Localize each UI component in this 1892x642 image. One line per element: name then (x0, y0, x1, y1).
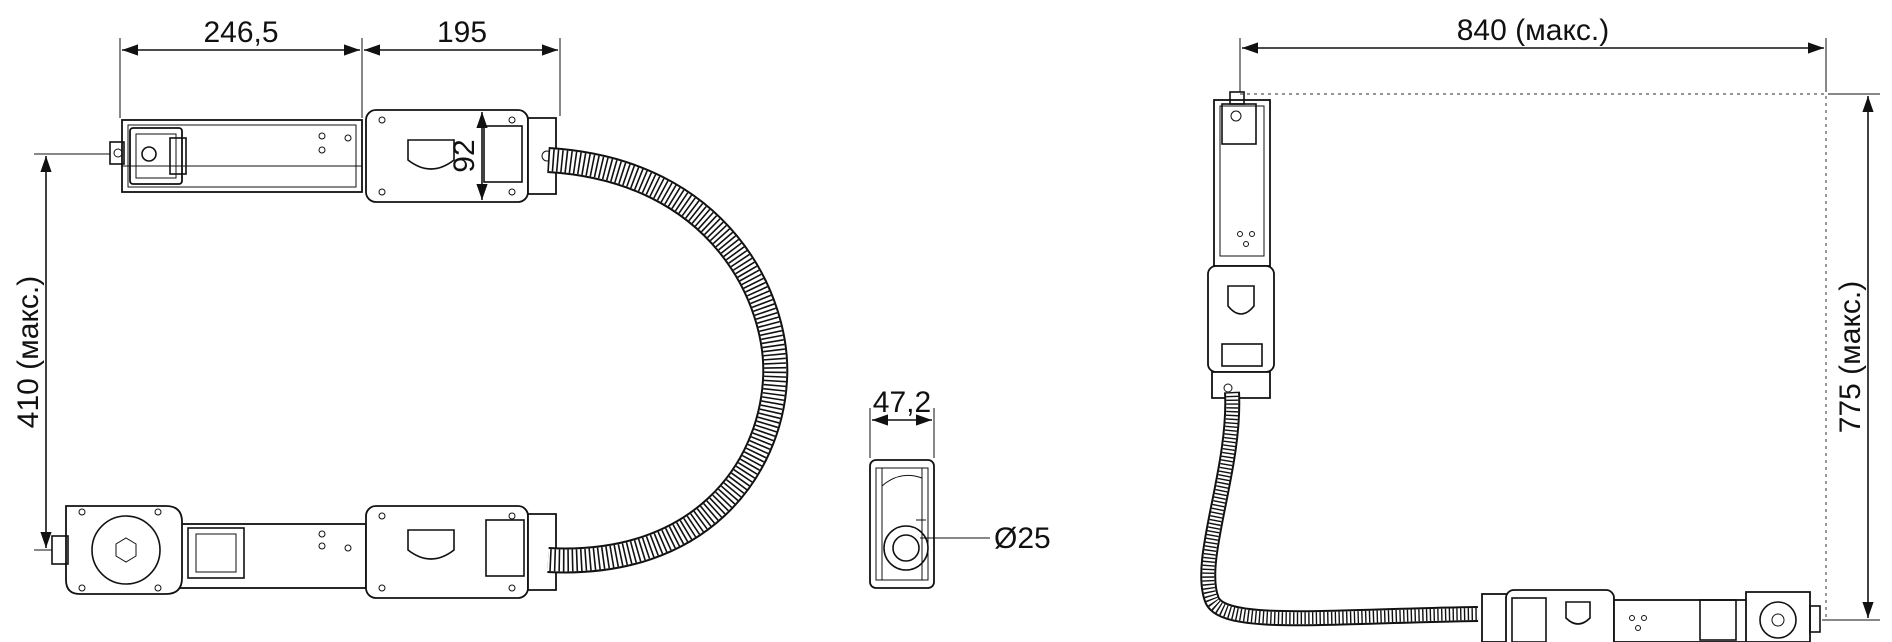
dim-right-width: 195 (364, 16, 561, 116)
vertical-bar (1213, 91, 1271, 267)
vertical-block (1207, 265, 1275, 399)
section-view: 47,2 Ø25 (869, 386, 1051, 589)
corrugated-hose-right (1200, 391, 1479, 627)
left-view: 246,5 195 92 410 (макс.) (12, 16, 789, 599)
dim-vertical-reach-right: 775 (макс.) (1822, 93, 1880, 621)
dim-vertical-reach: 410 (макс.) (12, 153, 110, 551)
dim-diameter-label: Ø25 (994, 522, 1051, 555)
dim-section-width-label: 47,2 (873, 386, 931, 419)
bottom-left-bar (51, 505, 367, 595)
dim-height: 92 (448, 112, 488, 200)
dim-left-width-label: 246,5 (203, 16, 278, 49)
dim-left-width: 246,5 (119, 16, 363, 118)
top-left-bar (109, 119, 363, 193)
dim-horizontal-reach: 840 (макс.) (1239, 14, 1827, 92)
bottom-horizontal (1481, 589, 1821, 642)
dim-vertical-reach-label: 410 (макс.) (12, 276, 45, 428)
dim-section-width: 47,2 (869, 386, 935, 458)
dim-right-width-label: 195 (437, 16, 487, 49)
dim-vertical-reach-right-label: 775 (макс.) (1834, 281, 1867, 433)
corrugated-hose (547, 147, 789, 574)
dim-horizontal-reach-label: 840 (макс.) (1457, 14, 1609, 47)
dim-height-label: 92 (448, 139, 481, 172)
dim-diameter: Ø25 (920, 522, 1051, 555)
right-view: 840 (макс.) 775 (макс.) (1200, 14, 1880, 642)
bottom-right-block (365, 505, 557, 599)
